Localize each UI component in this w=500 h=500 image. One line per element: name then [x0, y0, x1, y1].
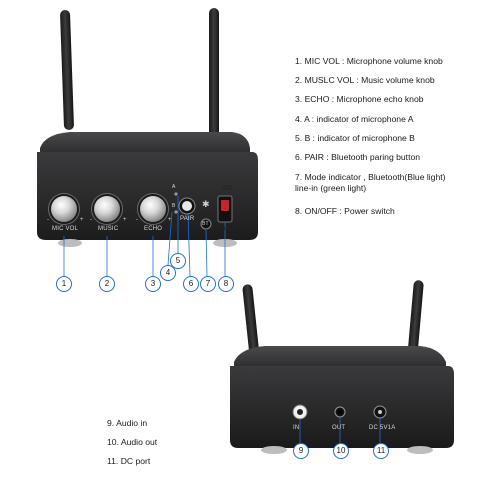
callout-1: 1 — [56, 276, 72, 292]
rear-foot-left — [261, 446, 287, 454]
label-off: OFF — [220, 226, 234, 233]
led-a — [174, 192, 178, 196]
label-mic-vol: MIC VOL — [52, 226, 79, 232]
bluetooth-icon: ✱ — [202, 199, 210, 209]
rear-label-dc: DC 5V1A — [369, 425, 396, 431]
legend-item-10: 10. Audio out — [107, 437, 158, 447]
label-mic-plus: + — [80, 217, 84, 223]
callout-5: 5 — [170, 253, 186, 269]
label-bt: BT — [202, 221, 209, 227]
label-music-minus: - — [90, 217, 93, 223]
legend-item-1: 1. MIC VOL : Microphone volume knob — [295, 56, 443, 66]
device-top — [40, 132, 250, 156]
front-device-svg — [37, 8, 258, 277]
label-b: B — [172, 203, 176, 209]
label-echo-plus: + — [168, 217, 172, 223]
antenna-left — [60, 10, 74, 130]
front-device-illustration — [0, 0, 280, 300]
callout-11: 11 — [373, 443, 389, 459]
label-mic-minus: - — [47, 217, 50, 223]
callout-3: 3 — [145, 276, 161, 292]
legend-item-3: 3. ECHO : Microphone echo knob — [295, 94, 424, 104]
front-leader-lines — [63, 196, 226, 277]
mic-volume-knob — [51, 196, 77, 222]
callout-8: 8 — [218, 276, 234, 292]
echo-knob — [140, 196, 166, 222]
callout-9: 9 — [293, 443, 309, 459]
legend-item-11: 11. DC port — [107, 456, 151, 466]
legend-item-4: 4. A : indicator of microphone A — [295, 114, 414, 124]
callout-7: 7 — [200, 276, 216, 292]
foot-left — [58, 239, 82, 247]
rear-foot-right — [407, 446, 433, 454]
label-music: MUSIC — [98, 226, 119, 232]
label-pair: PAIR — [180, 216, 195, 222]
legend-item-5: 5. B : indicator of microphone B — [295, 133, 415, 143]
callout-2: 2 — [99, 276, 115, 292]
label-echo-minus: - — [136, 217, 139, 223]
antenna-right — [209, 8, 219, 138]
legend-item-6: 6. PAIR : Bluetooth paring button — [295, 152, 421, 162]
rear-device-top — [234, 346, 446, 370]
rear-leader-lines — [299, 418, 381, 444]
rear-device-illustration — [220, 260, 470, 460]
label-music-plus: + — [123, 217, 127, 223]
led-b — [174, 210, 178, 214]
pair-button — [182, 201, 192, 211]
label-a: A — [172, 184, 176, 190]
legend-item-8: 8. ON/OFF : Power switch — [295, 206, 395, 216]
label-echo: ECHO — [144, 226, 163, 232]
rear-label-in: IN — [293, 425, 300, 431]
legend-item-7: 7. Mode indicator , Bluetooth(Blue light… — [295, 172, 446, 193]
music-volume-knob — [94, 196, 120, 222]
callout-6: 6 — [183, 276, 199, 292]
label-on: ON — [221, 185, 232, 192]
callout-10: 10 — [333, 443, 349, 459]
legend-item-9: 9. Audio in — [107, 418, 148, 428]
rear-device-svg — [230, 280, 454, 454]
power-switch-rocker — [221, 200, 229, 211]
rear-label-out: OUT — [332, 425, 346, 431]
callout-4: 4 — [160, 265, 176, 281]
mode-led — [200, 218, 212, 230]
legend-item-2: 2. MUSLC VOL : Music volume knob — [295, 75, 435, 85]
